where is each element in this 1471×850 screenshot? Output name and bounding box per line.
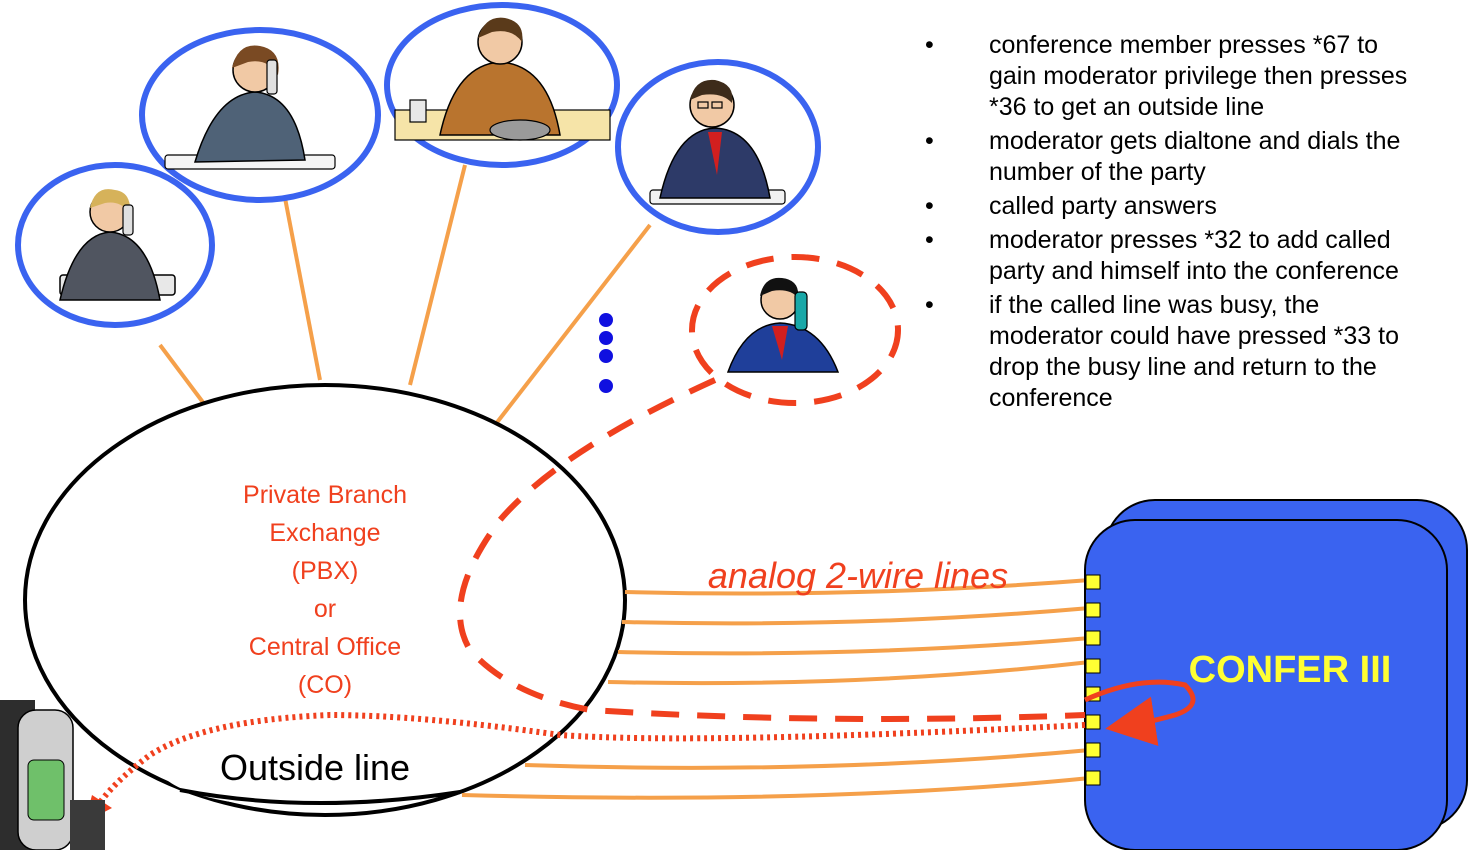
confer-iii-device: CONFER III: [1083, 499, 1468, 850]
man-with-headset-phone-icon: [726, 277, 840, 373]
analog-lines-label: analog 2-wire lines: [708, 555, 1008, 596]
step-text: called party answers: [989, 192, 1217, 220]
man-with-glasses-on-phone-icon: [615, 59, 821, 235]
step-item: moderator gets dialtone and dials the nu…: [925, 126, 1471, 188]
step-text: conference member presses *67 to gain mo…: [989, 31, 1408, 121]
pbx-label-line: (PBX): [292, 557, 359, 585]
device-label: CONFER III: [1189, 649, 1392, 691]
analog-lines: [461, 578, 1091, 800]
pbx-label-line: Exchange: [269, 519, 380, 547]
cordless-phone-icon: [0, 700, 105, 850]
step-text: moderator gets dialtone and dials the nu…: [989, 127, 1401, 186]
moderator-call-path: [457, 254, 1086, 722]
step-item: conference member presses *67 to gain mo…: [925, 30, 1471, 123]
procedure-steps: conference member presses *67 to gain mo…: [925, 30, 1471, 417]
bridge-arrow: [1083, 679, 1196, 747]
more-members-dots: [599, 313, 613, 393]
pbx-label-line: or: [314, 595, 336, 623]
step-item: called party answers: [925, 191, 1471, 222]
pbx-label-line: Central Office: [249, 633, 401, 661]
step-item: moderator presses *32 to add called part…: [925, 225, 1471, 287]
outside-line-oval: [160, 728, 460, 808]
outside-line-path: [92, 711, 1086, 812]
pbx-label-line: (CO): [298, 671, 352, 699]
step-item: if the called line was busy, the moderat…: [925, 290, 1471, 414]
outside-line-label: Outside line: [220, 747, 410, 788]
step-text: moderator presses *32 to add called part…: [989, 226, 1399, 285]
phone-extension-lines: [158, 164, 652, 427]
pbx-ellipse: [23, 383, 627, 817]
woman-on-phone-icon: [15, 162, 215, 328]
step-text: if the called line was busy, the moderat…: [989, 291, 1399, 412]
pbx-label-line: Private Branch: [243, 481, 407, 509]
man-in-sweater-on-phone-icon: [384, 2, 620, 168]
pbx-label: Private Branch Exchange (PBX) or Central…: [243, 481, 407, 699]
businessman-on-phone-icon: [139, 27, 381, 203]
